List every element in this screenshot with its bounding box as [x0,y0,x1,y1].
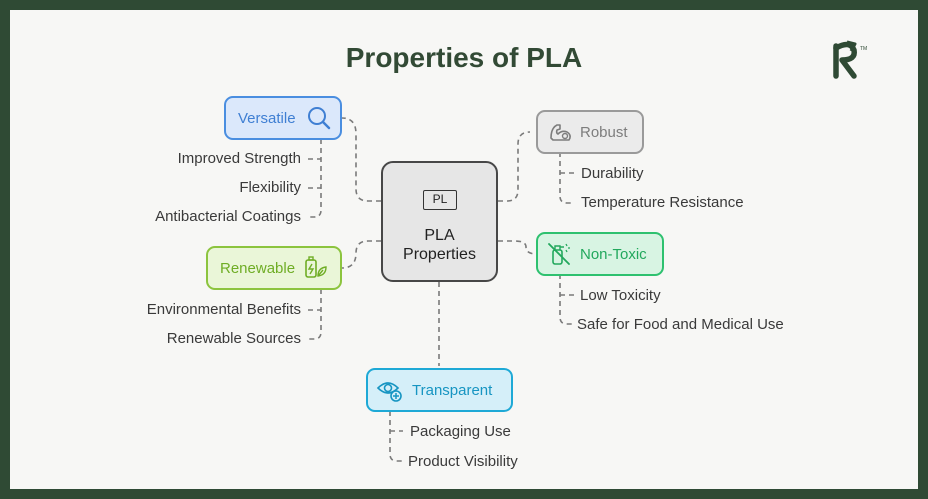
connector-robust [498,131,531,202]
robust-item: Temperature Resistance [581,194,744,211]
diagram-title: Properties of PLA [345,42,583,73]
connector-nontoxic [498,240,538,255]
leaf-battery-icon [305,256,327,278]
connector-renewable [341,240,381,269]
flexed-arm-icon [550,124,571,141]
magnifier-icon [307,107,330,130]
robust-label: Robust [580,123,628,141]
renewable-label: Renewable [220,259,296,277]
eye-plus-icon [376,382,402,402]
versatile-label: Versatile [238,109,296,127]
robust-item: Durability [581,165,644,182]
nontoxic-item: Low Toxicity [580,287,661,304]
center-node: PL PLA Properties [381,161,498,282]
transparent-node: Transparent [366,368,513,412]
renewable-node: Renewable [206,246,342,290]
versatile-item: Improved Strength [177,150,301,167]
transparent-item: Product Visibility [408,453,518,470]
center-label-line1: PLA [424,227,455,244]
nontoxic-item: Safe for Food and Medical Use [577,316,784,333]
transparent-item: Packaging Use [410,423,511,440]
versatile-node: Versatile [224,96,342,140]
pl-chip: PL [423,190,457,210]
center-label-line2: Properties [403,246,476,263]
connector-lines [308,117,574,462]
diagram-canvas: Properties of PLA TM PL PLA Properties V… [10,10,918,489]
transparent-label: Transparent [412,381,493,399]
center-label: PLA Properties [383,226,496,264]
no-spray-icon [548,243,570,265]
svg-text:TM: TM [860,46,867,52]
robust-node: Robust [536,110,644,154]
renewable-item: Renewable Sources [166,330,301,347]
nontoxic-node: Non-Toxic [536,232,664,276]
connector-versatile [341,117,381,202]
renewable-item: Environmental Benefits [146,301,301,318]
nontoxic-label: Non-Toxic [580,245,647,263]
r-arrow-logo-icon: TM [833,40,867,79]
versatile-item: Antibacterial Coatings [155,208,301,225]
versatile-item: Flexibility [239,179,301,196]
